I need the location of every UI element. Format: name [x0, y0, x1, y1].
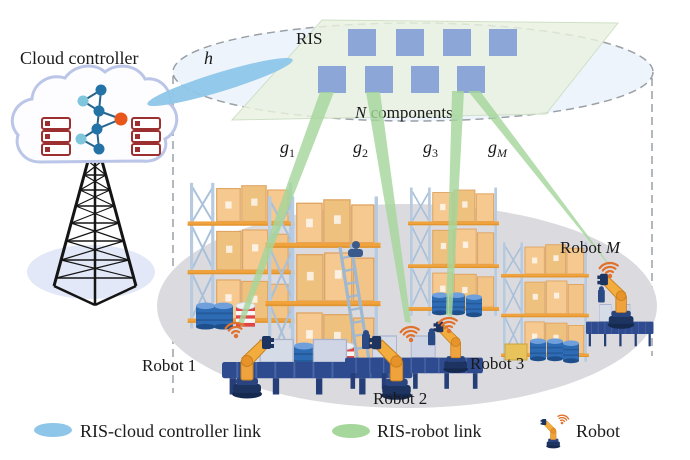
ris-element	[489, 29, 517, 56]
crate	[504, 343, 528, 361]
cloud-controller: Cloud controller	[10, 48, 179, 307]
ris-elements	[318, 29, 517, 93]
legend-swatch-ris-robot-link	[332, 424, 370, 438]
cloud-controller-label: Cloud controller	[20, 48, 138, 68]
ris-robot-link-beam-2	[366, 92, 411, 323]
ris-robot-link-beams	[238, 91, 612, 327]
g3-label: g3	[423, 137, 438, 160]
warehouse-racks	[186, 181, 590, 373]
h-label: h	[204, 48, 213, 68]
ris-label: RIS	[296, 29, 322, 48]
legend-swatch-ris-cloud-link	[34, 423, 72, 437]
server-rack-icon	[41, 117, 71, 156]
ris-cloud-link-beam	[147, 57, 293, 107]
tower-base-shadow	[27, 245, 155, 299]
robot3-label: Robot 3	[470, 354, 524, 373]
small-robot-unit	[598, 286, 605, 303]
legend-label-ris-cloud-link: RIS-cloud controller link	[80, 421, 261, 441]
ris-robot-link-beam-1	[238, 92, 334, 327]
robot-labels: Robot 1 Robot 2 Robot 3 Robot M	[142, 238, 621, 408]
ris-robot-link-beam-4	[468, 91, 612, 268]
legend-label-robot: Robot	[576, 421, 620, 441]
ris-element	[365, 66, 393, 93]
legend-label-ris-robot-link: RIS-robot link	[377, 421, 482, 441]
ris-element	[457, 66, 485, 93]
gM-label: gM	[488, 137, 508, 160]
robotM-label: Robot M	[560, 238, 621, 257]
g2-label: g2	[353, 137, 368, 160]
ris-element	[411, 66, 439, 93]
ris-element	[443, 29, 471, 56]
ris-element	[396, 29, 424, 56]
server-rack-icon	[131, 117, 161, 156]
robot2-label: Robot 2	[373, 389, 427, 408]
neural-network-icon	[75, 84, 128, 155]
transmission-tower-icon	[52, 160, 138, 307]
ris-element	[318, 66, 346, 93]
n-components-label: N components	[354, 103, 453, 122]
g1-label: g1	[280, 137, 295, 160]
robot1-label: Robot 1	[142, 356, 196, 375]
barrels	[196, 292, 579, 371]
worker-icon	[352, 241, 360, 249]
ris-element	[348, 29, 376, 56]
small-robot-unit	[362, 330, 370, 349]
ris-robot-link-beam-3	[446, 91, 464, 317]
legend: RIS-cloud controller link RIS-robot link…	[34, 413, 620, 449]
channel-labels: g1 g2 g3 gM	[280, 137, 508, 160]
